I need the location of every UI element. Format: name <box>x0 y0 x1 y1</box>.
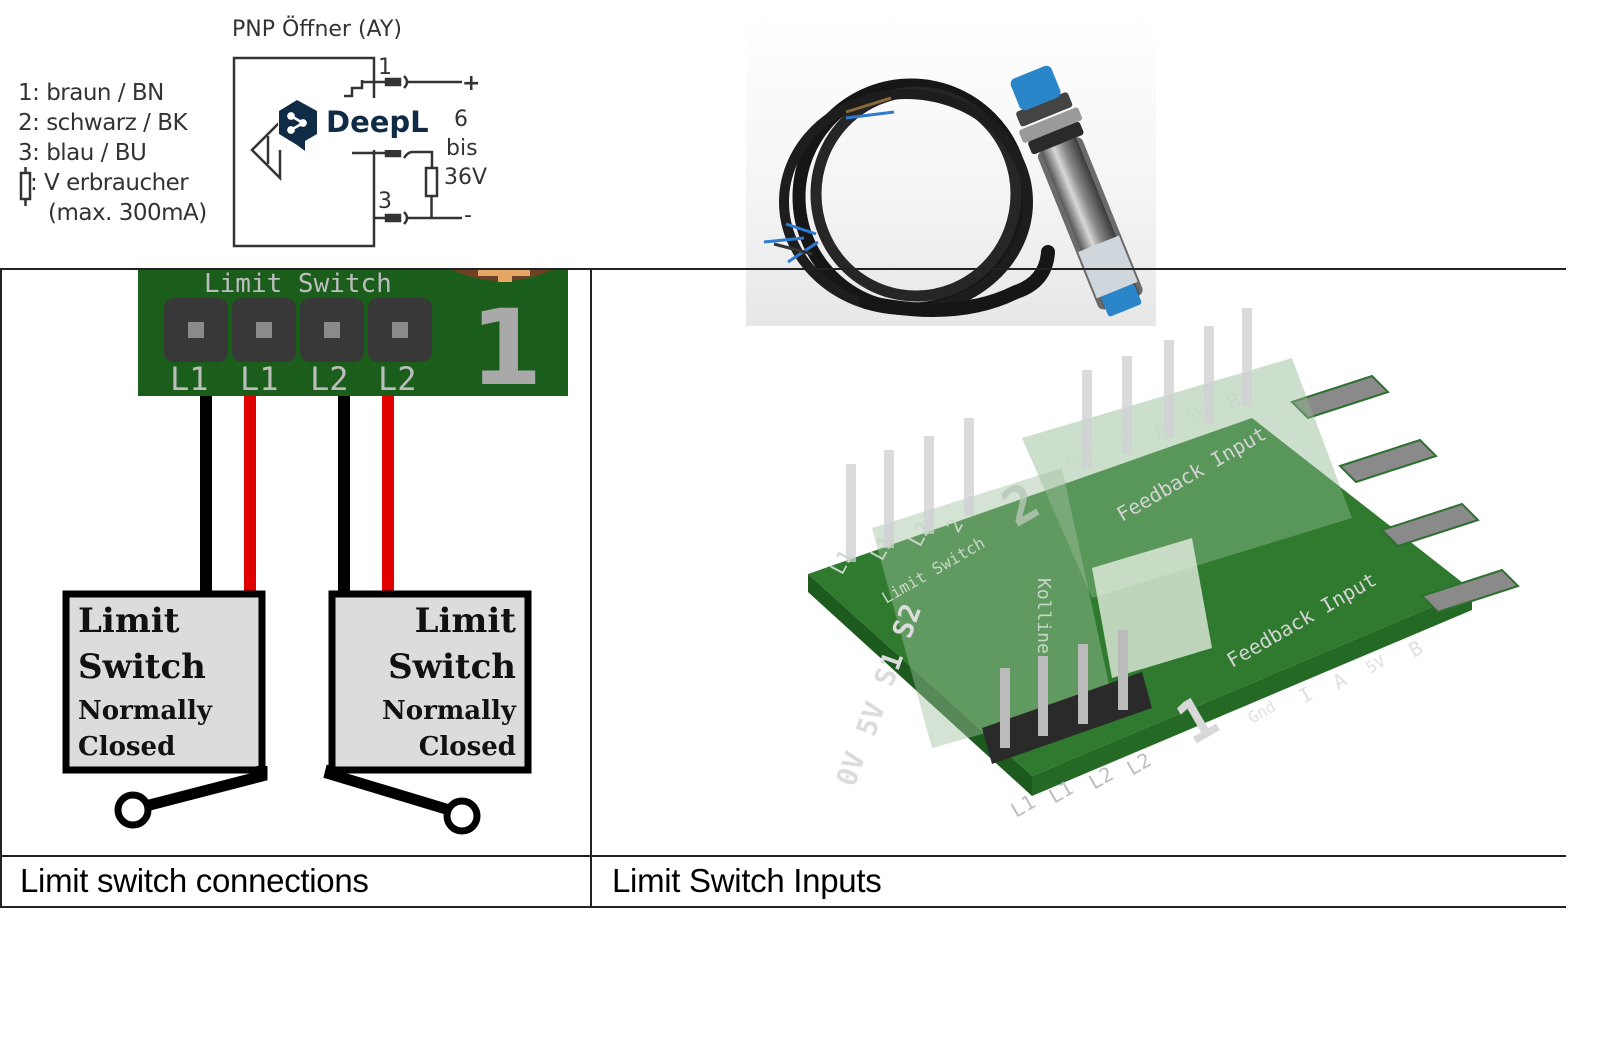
wiring-diagram-graphic: PNP Öffner (AY) 1: braun / BN 2: schwarz… <box>18 16 487 248</box>
deepl-wordmark: DeepL <box>326 105 429 139</box>
switch-1-line-2: Switch <box>78 647 206 687</box>
limit-switch-table: Limit Switch L1 L1 L2 L2 1 <box>0 268 1566 908</box>
limit-switch-2: Limit Switch Normally Closed <box>323 590 532 835</box>
pin-header <box>164 298 432 362</box>
diagram-title: PNP Öffner (AY) <box>232 16 402 42</box>
legend-line-4: : V erbraucher <box>30 170 189 196</box>
caption-limit-switch-connections: Limit switch connections <box>20 862 369 899</box>
switch-2-roller <box>443 797 481 835</box>
table-row-divider <box>0 855 1566 857</box>
terminal-plus: + <box>462 71 480 96</box>
feedback-pin-label: 5V <box>1363 651 1390 677</box>
limit-switch-connections-diagram: Limit Switch L1 L1 L2 L2 1 <box>0 268 590 856</box>
sensor-symbol <box>232 56 462 248</box>
pin-label-3: 3 <box>378 189 392 214</box>
pin-label: L2 <box>310 360 349 398</box>
pcb-header-label: Limit Switch <box>204 269 392 299</box>
legend-line-1: 1: braun / BN <box>18 80 164 106</box>
switch-2-line-4: Closed <box>419 732 516 762</box>
voltage-bis: bis <box>446 136 478 161</box>
legend-line-5: (max. 300mA) <box>48 200 207 226</box>
pnp-wiring-diagram: PNP Öffner (AY) 1: braun / BN 2: schwarz… <box>0 0 520 262</box>
wire-red-l1 <box>244 396 256 592</box>
cable-wires <box>763 96 895 264</box>
voltage-min: 6 <box>454 107 468 132</box>
side-label-0v: 0V <box>830 747 873 790</box>
switch-2-line-1: Limit <box>415 601 517 641</box>
limit-switch-inputs-board-render: 0V 5V S1 S2 L1 L1 L2 L2 L1 L1 L2 2 Limit… <box>592 268 1566 856</box>
switch-2-line-3: Normally <box>382 696 517 726</box>
wire-red-l2 <box>382 396 394 592</box>
legend-line-3: 3: blau / BU <box>18 140 146 166</box>
legend-line-2: 2: schwarz / BK <box>18 110 188 136</box>
pcb-board-number: 1 <box>470 287 542 409</box>
back-pins <box>846 308 1252 562</box>
pin-label: L1 <box>170 360 209 398</box>
limit-switch-1: Limit Switch Normally Closed <box>62 590 268 829</box>
switch-2-lever <box>323 764 458 818</box>
switch-1-line-1: Limit <box>78 601 180 641</box>
side-label-5v: 5V <box>850 697 893 740</box>
sensor-body <box>1010 65 1143 317</box>
deepl-logo: DeepL <box>278 98 429 151</box>
feedback-pin-label: A <box>1329 668 1351 695</box>
table-column-divider <box>590 268 592 908</box>
front-pin-header <box>982 630 1152 764</box>
switch-1-line-4: Closed <box>78 732 175 762</box>
side-connectors <box>1290 374 1520 614</box>
cable-coil <box>779 78 1055 317</box>
switch-1-line-3: Normally <box>78 696 213 726</box>
sensor-illustration <box>763 65 1143 317</box>
switch-1-lever <box>136 766 268 814</box>
terminal-minus: - <box>464 203 472 228</box>
deepl-share-icon <box>287 112 307 134</box>
switch-1-roller <box>114 791 152 829</box>
wire-black-l2 <box>338 396 350 592</box>
wire-black-l1 <box>200 396 212 592</box>
pin-label-1: 1 <box>378 55 392 80</box>
voltage-max: 36V <box>444 165 487 190</box>
feedback-pin-label: I <box>1295 682 1317 709</box>
proximity-sensor-photo <box>746 12 1156 326</box>
table-top-border <box>0 268 1566 270</box>
pin-label: L2 <box>378 360 417 398</box>
switch-2-line-2: Switch <box>388 647 516 687</box>
resistor-legend-icon <box>19 167 32 206</box>
caption-limit-switch-inputs: Limit Switch Inputs <box>612 862 882 899</box>
table-bottom-border <box>0 906 1566 908</box>
table-left-border <box>0 268 2 908</box>
brand-silk-label: Kolline <box>1033 578 1054 654</box>
pin-label: L1 <box>240 360 279 398</box>
feedback-pin-label: B <box>1405 636 1427 663</box>
